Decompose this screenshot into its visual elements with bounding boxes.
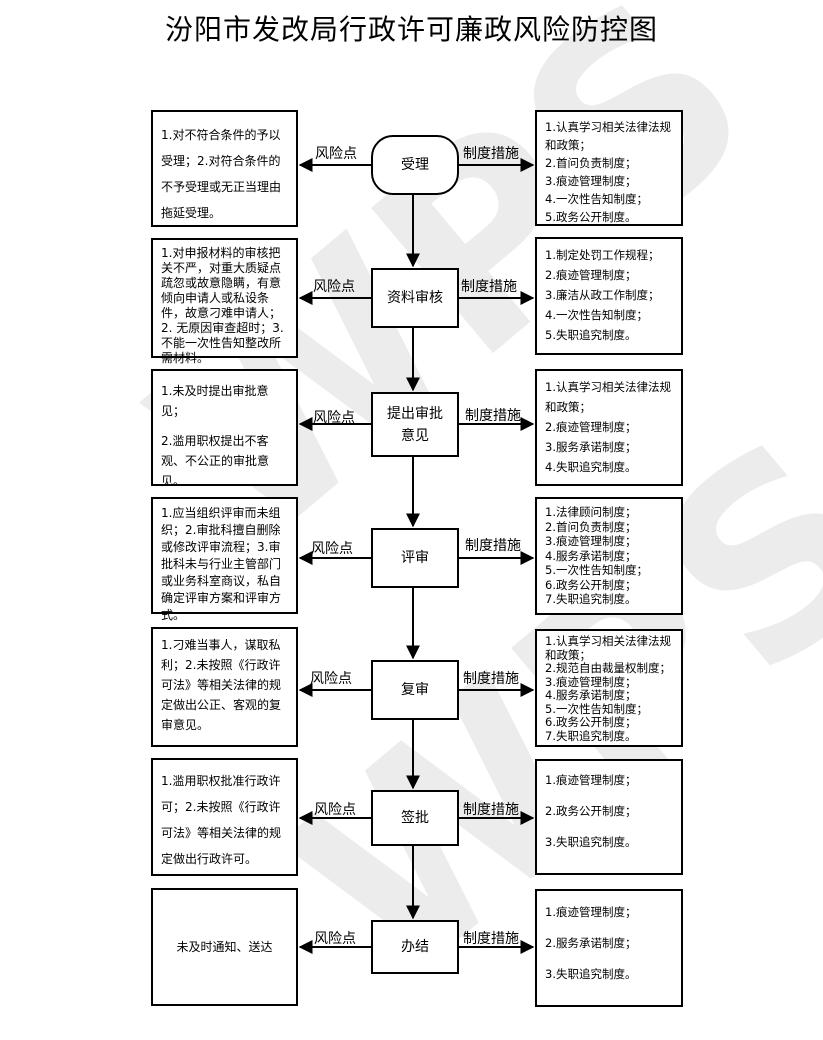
step-label: 办结 — [401, 939, 429, 955]
risk-text: 1.应当组织评审而未组织；2.审批科擅自删除或修改评审流程；3.审批科未与行业主… — [161, 506, 282, 622]
measure-box-sign: 1.痕迹管理制度； 2.政务公开制度； 3.失职追究制度。 — [535, 759, 683, 875]
risk-box-complete: 未及时通知、送达 — [151, 888, 298, 1006]
step-evaluation: 评审 — [371, 528, 459, 588]
measure-item: 4.服务承诺制度； — [545, 548, 637, 563]
step-label: 评审 — [401, 550, 429, 566]
risk-label: 风险点 — [314, 931, 356, 947]
page-title: 汾阳市发改局行政许可廉政风险防控图 — [164, 13, 658, 46]
step-label: 复审 — [401, 682, 429, 698]
measure-item: 5.一次性告知制度； — [545, 701, 648, 716]
measure-item: 3.痕迹管理制度； — [545, 174, 637, 188]
step-accept: 受理 — [371, 135, 459, 195]
measure-item: 1.认真学习相关法律法规和政策； — [545, 380, 671, 414]
step-label: 资料审核 — [387, 290, 443, 306]
measure-label: 制度措施 — [461, 279, 517, 295]
risk-label: 风险点 — [311, 541, 353, 557]
measure-box-accept: 1.认真学习相关法律法规和政策； 2.首问负责制度； 3.痕迹管理制度； 4.一… — [535, 110, 683, 226]
risk-text: 1.对不符合条件的予以受理；2.对符合条件的不予受理或无正当理由拖延受理。 — [161, 128, 282, 220]
risk-box-evaluation: 1.应当组织评审而未组织；2.审批科擅自删除或修改评审流程；3.审批科未与行业主… — [151, 497, 298, 622]
measure-item: 1.痕迹管理制度； — [545, 773, 637, 787]
measure-label: 制度措施 — [465, 408, 521, 424]
risk-label: 风险点 — [314, 802, 356, 818]
measure-item: 3.痕迹管理制度； — [545, 534, 637, 548]
risk-box-accept: 1.对不符合条件的予以受理；2.对符合条件的不予受理或无正当理由拖延受理。 — [151, 110, 298, 227]
risk-box-sign: 1.滥用职权批准行政许可；2.未按照《行政许可法》等相关法律的规定做出行政许可。 — [151, 758, 298, 876]
risk-text: 未及时通知、送达 — [176, 939, 273, 954]
measure-label: 制度措施 — [465, 538, 521, 554]
measure-item: 3.廉洁从政工作制度； — [545, 288, 660, 302]
measure-item: 7.失职追究制度。 — [545, 728, 637, 743]
risk-box-review: 1.对申报材料的审核把关不严，对重大质疑点疏忽或故意隐瞒，有意倾向申请人或私设条… — [151, 238, 298, 365]
risk-text: 1.刁难当事人，谋取私利；2.未按照《行政许可法》等相关法律的规定做出公正、客观… — [161, 638, 282, 732]
measure-item: 2.首问负责制度； — [545, 519, 637, 534]
measure-item: 4.服务承诺制度； — [545, 688, 637, 702]
measure-item: 1.痕迹管理制度； — [545, 905, 637, 919]
risk-label: 风险点 — [313, 410, 355, 426]
measure-item: 1.认真学习相关法律法规和政策； — [545, 120, 671, 152]
measure-item: 3.失职追究制度。 — [545, 967, 637, 981]
measure-box-evaluation: 1.法律顾问制度； 2.首问负责制度； 3.痕迹管理制度； 4.服务承诺制度； … — [535, 497, 683, 615]
measure-item: 1.法律顾问制度； — [545, 505, 637, 519]
measure-item: 5.政务公开制度。 — [545, 210, 637, 224]
risk-text: 1.滥用职权批准行政许可；2.未按照《行政许可法》等相关法律的规定做出行政许可。 — [161, 774, 282, 866]
step-label: 受理 — [401, 157, 429, 173]
measure-label: 制度措施 — [463, 671, 519, 687]
risk-label: 风险点 — [313, 279, 355, 295]
measure-item: 2.服务承诺制度； — [545, 936, 637, 950]
measure-box-complete: 1.痕迹管理制度； 2.服务承诺制度； 3.失职追究制度。 — [535, 889, 683, 1007]
step-label: 提出审批意见 — [387, 405, 443, 444]
measure-item: 4.一次性告知制度； — [545, 308, 648, 322]
risk-label: 风险点 — [310, 671, 352, 687]
measure-item: 3.痕迹管理制度； — [545, 674, 637, 689]
measure-item: 5.一次性告知制度； — [545, 563, 648, 577]
measure-item: 6.政务公开制度； — [545, 577, 637, 592]
measure-label: 制度措施 — [463, 146, 519, 162]
measure-label: 制度措施 — [463, 931, 519, 947]
measure-item: 4.一次性告知制度； — [545, 192, 648, 206]
measure-item: 1.认真学习相关法律法规和政策； — [545, 634, 671, 662]
risk-text: 2.滥用职权提出不客观、不公正的审批意见。 — [161, 434, 270, 488]
step-sign-approve: 签批 — [371, 790, 459, 846]
measure-item: 3.失职追究制度。 — [545, 835, 637, 849]
risk-text: 1.未及时提出审批意见； — [161, 384, 269, 418]
step-label: 签批 — [401, 810, 429, 826]
measure-box-recheck: 1.认真学习相关法律法规和政策； 2.规范自由裁量权制度； 3.痕迹管理制度； … — [535, 629, 683, 747]
measure-item: 6.政务公开制度； — [545, 715, 637, 729]
risk-box-opinion: 1.未及时提出审批意见； 2.滥用职权提出不客观、不公正的审批意见。 — [151, 369, 298, 488]
measure-item: 7.失职追究制度。 — [545, 592, 637, 606]
risk-box-recheck: 1.刁难当事人，谋取私利；2.未按照《行政许可法》等相关法律的规定做出公正、客观… — [151, 627, 298, 747]
measure-item: 2.规范自由裁量权制度； — [545, 661, 671, 675]
measure-item: 1.制定处罚工作规程； — [545, 248, 660, 262]
measure-item: 2.政务公开制度； — [545, 804, 637, 818]
measure-label: 制度措施 — [463, 802, 519, 818]
measure-item: 3.服务承诺制度； — [545, 440, 637, 454]
risk-label: 风险点 — [315, 146, 357, 162]
measure-item: 2.痕迹管理制度； — [545, 420, 637, 434]
measure-box-review: 1.制定处罚工作规程； 2.痕迹管理制度； 3.廉洁从政工作制度； 4.一次性告… — [535, 237, 683, 355]
measure-item: 4.失职追究制度。 — [545, 460, 637, 474]
step-approval-opinion: 提出审批意见 — [371, 392, 459, 457]
step-document-review: 资料审核 — [371, 268, 459, 328]
measure-item: 5.失职追究制度。 — [545, 328, 637, 342]
step-recheck: 复审 — [371, 660, 459, 720]
step-complete: 办结 — [371, 920, 459, 974]
measure-item: 2.首问负责制度； — [545, 156, 637, 170]
measure-box-opinion: 1.认真学习相关法律法规和政策； 2.痕迹管理制度； 3.服务承诺制度； 4.失… — [535, 369, 683, 486]
risk-text: 1.对申报材料的审核把关不严，对重大质疑点疏忽或故意隐瞒，有意倾向申请人或私设条… — [161, 246, 284, 365]
measure-item: 2.痕迹管理制度； — [545, 268, 637, 282]
